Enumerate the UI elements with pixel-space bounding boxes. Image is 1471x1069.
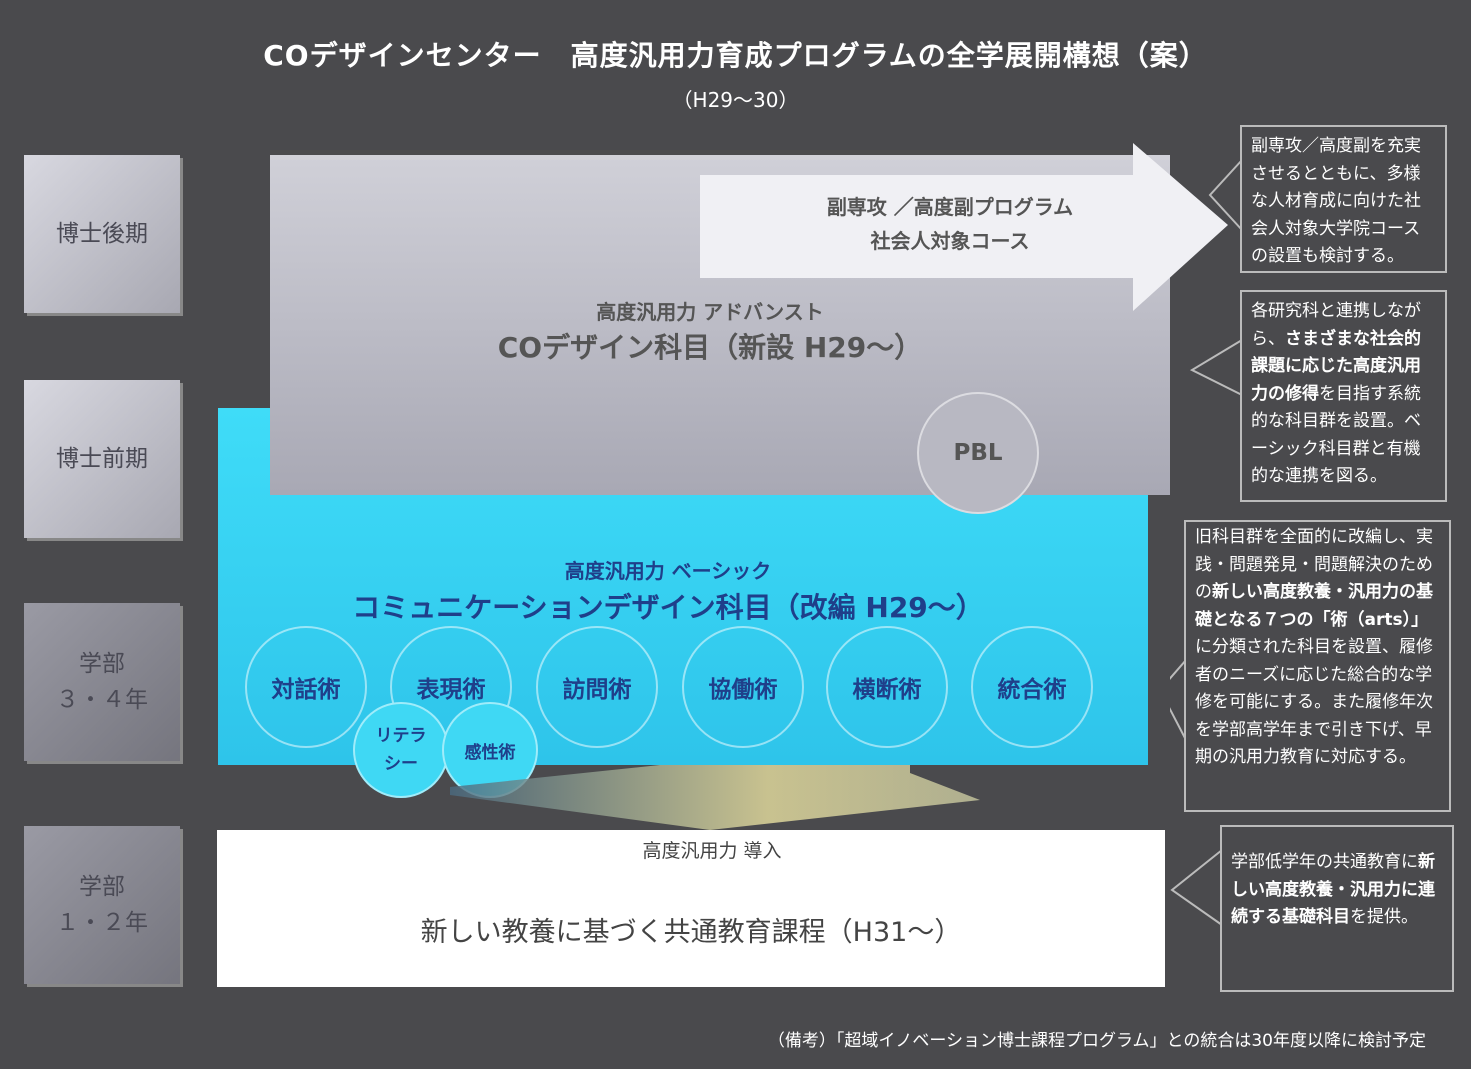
art-label: 表現術 (416, 677, 486, 703)
art-circle: 横断術 (826, 626, 948, 748)
callout-text: を目指す系統的な科目群を設置。ベーシック科目群と有機的な連携を図る。 (1251, 383, 1421, 487)
basic-title: コミュニケーションデザイン科目（改編 H29〜） (352, 591, 984, 624)
level-doctoral-late: 博士後期 (24, 155, 180, 313)
callout-basic: 旧科目群を全面的に改編し、実践・問題発見・問題解決のための新しい高度教養・汎用力… (1184, 520, 1451, 812)
callout-graduate: 副専攻／高度副を充実させるとともに、多様な人材育成に向けた社会人対象大学院コース… (1240, 125, 1447, 273)
callout-text: 副専攻／高度副を充実させるとともに、多様な人材育成に向けた社会人対象大学院コース… (1251, 136, 1421, 266)
art-circle: 協働術 (682, 626, 804, 748)
callout-text: 旧科目群を全面的に改編し、実践・問題発見・問題解決のための (1195, 527, 1433, 602)
page-title: COデザインセンター 高度汎用力育成プログラムの全学展開構想（案） (263, 39, 1208, 72)
intro-block (217, 830, 1165, 987)
callout-emphasis-text: 新しい高度教養・汎用力に連続する基礎科目 (1231, 852, 1435, 927)
callout-advanced: 各研究科と連携しながら、さまざまな社会的課題に応じた高度汎用力の修得を目指す系統… (1240, 290, 1447, 502)
art-label: 訪問術 (562, 677, 632, 703)
pbl-label: PBL (953, 440, 1003, 466)
graduate-program-arrow (700, 143, 1228, 311)
basic-subtitle: 高度汎用力 ベーシック (564, 559, 772, 583)
arrow-line: 副専攻 ／高度副プログラム (826, 195, 1074, 219)
intro-title: 新しい教養に基づく共通教育課程（H31〜） (420, 917, 962, 948)
art-circle: 訪問術 (536, 626, 658, 748)
art-label: 協働術 (708, 677, 778, 703)
level-label: 博士後期 (56, 221, 148, 247)
art-label: 対話術 (271, 677, 341, 703)
advanced-subtitle: 高度汎用力 アドバンスト (596, 300, 824, 324)
art-label: リテラシー (375, 726, 427, 774)
level-doctoral-early: 博士前期 (24, 380, 180, 538)
footnote: （備考）「超域イノベーション博士課程プログラム」との統合は30年度以降に検討予定 (767, 1031, 1426, 1051)
art-label: 統合術 (997, 677, 1067, 703)
flow-arrow (450, 765, 980, 830)
pbl-circle: PBL (917, 392, 1039, 514)
level-label: 学部 (79, 874, 125, 900)
art-circle: 統合術 (971, 626, 1093, 748)
level-undergrad-34: 学部 ３・４年 (24, 603, 180, 761)
callout-emphasis-text: さまざまな社会的課題に応じた高度汎用力の修得 (1251, 328, 1421, 404)
level-label-years: １・２年 (56, 910, 148, 936)
level-label-years: ３・４年 (56, 687, 148, 713)
callout-text: を提供。 (1350, 907, 1418, 927)
callout-emphasis-text: 新しい高度教養・汎用力の基礎となる７つの「術（arts）」 (1195, 582, 1433, 630)
level-label: 学部 (79, 651, 125, 677)
arrow-text: 副専攻 ／高度副プログラム社会人対象コース (700, 190, 1200, 258)
callout-pointers (1170, 159, 1243, 926)
level-undergrad-12: 学部 １・２年 (24, 826, 180, 984)
level-label: 博士前期 (56, 446, 148, 472)
art-label: 感性術 (464, 742, 516, 763)
callout-text: 各研究科と連携しながら、 (1251, 301, 1421, 349)
literacy-circle: リテラシー (353, 702, 449, 798)
intro-subtitle: 高度汎用力 導入 (642, 840, 782, 862)
art-circle: 対話術 (245, 626, 367, 748)
callout-text: 学部低学年の共通教育に (1231, 852, 1418, 872)
arrow-line: 社会人対象コース (870, 229, 1030, 253)
callout-intro: 学部低学年の共通教育に新しい高度教養・汎用力に連続する基礎科目を提供。 (1220, 825, 1454, 992)
callout-text: に分類された科目を設置、履修者のニーズに応じた総合的な学修を可能にする。また履修… (1195, 637, 1434, 767)
advanced-title: COデザイン科目（新設 H29〜） (497, 331, 923, 364)
art-label: 横断術 (852, 677, 922, 703)
page-subtitle: （H29〜30） (672, 88, 799, 112)
